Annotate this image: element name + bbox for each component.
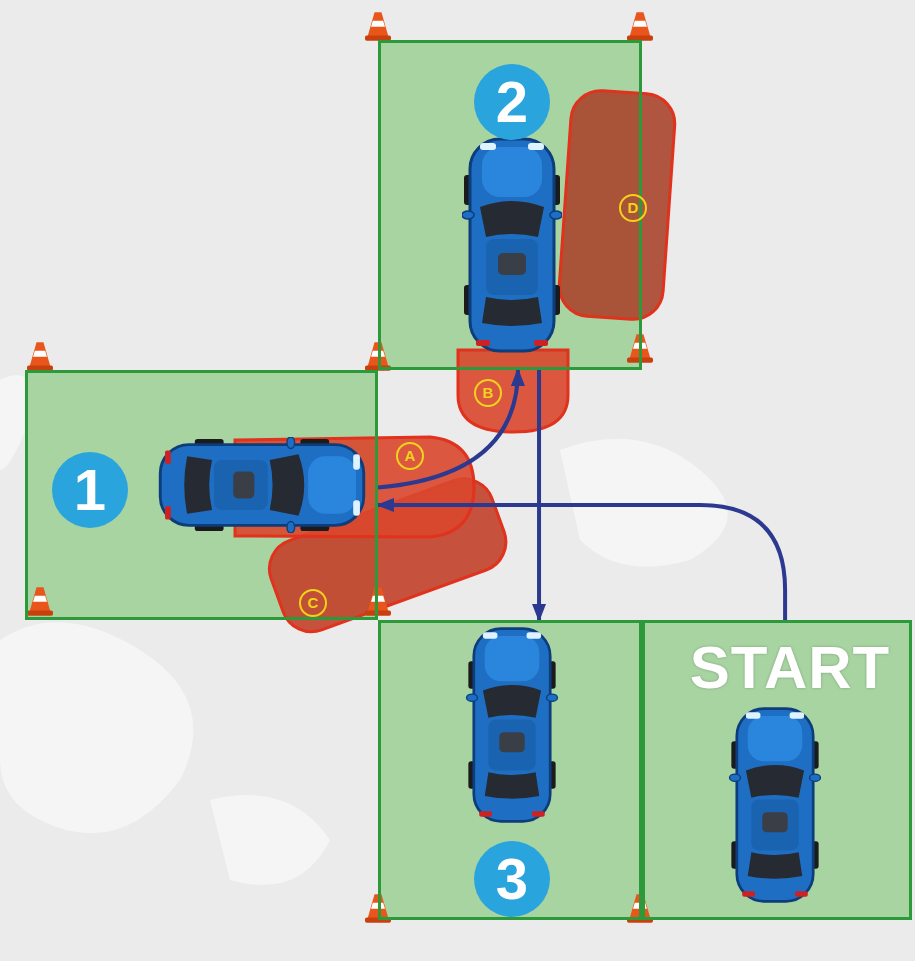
- parking-bay: 3: [378, 620, 642, 920]
- traffic-cone: [27, 587, 53, 616]
- zone-b: [458, 350, 568, 432]
- parking-bay: START: [642, 620, 912, 920]
- cars: [160, 139, 820, 901]
- zone-letter: C: [299, 589, 327, 617]
- traffic-cone: [365, 587, 391, 616]
- zone-letter: D: [619, 194, 647, 222]
- route-arrow: [378, 505, 785, 620]
- car: [730, 709, 821, 902]
- car: [160, 437, 364, 533]
- parking-bay: 2: [378, 40, 642, 370]
- bay-number: 3: [474, 841, 550, 917]
- route-arrow: [537, 370, 541, 620]
- bay-number: 2: [474, 64, 550, 140]
- zone-d: [557, 89, 677, 322]
- parking-bay-fill: [25, 40, 912, 920]
- car: [462, 139, 562, 351]
- car: [467, 629, 558, 822]
- route-arrow: [378, 370, 518, 488]
- bay-number: 1: [52, 452, 128, 528]
- start-label: START: [690, 636, 891, 700]
- traffic-cones: [27, 12, 653, 923]
- traffic-cone: [365, 12, 391, 41]
- traffic-cone: [27, 342, 53, 371]
- zone-letter: A: [396, 442, 424, 470]
- parking-bay: 1: [25, 370, 378, 620]
- zone-letter: B: [474, 379, 502, 407]
- error-zones: [235, 89, 677, 640]
- traffic-cone: [627, 12, 653, 41]
